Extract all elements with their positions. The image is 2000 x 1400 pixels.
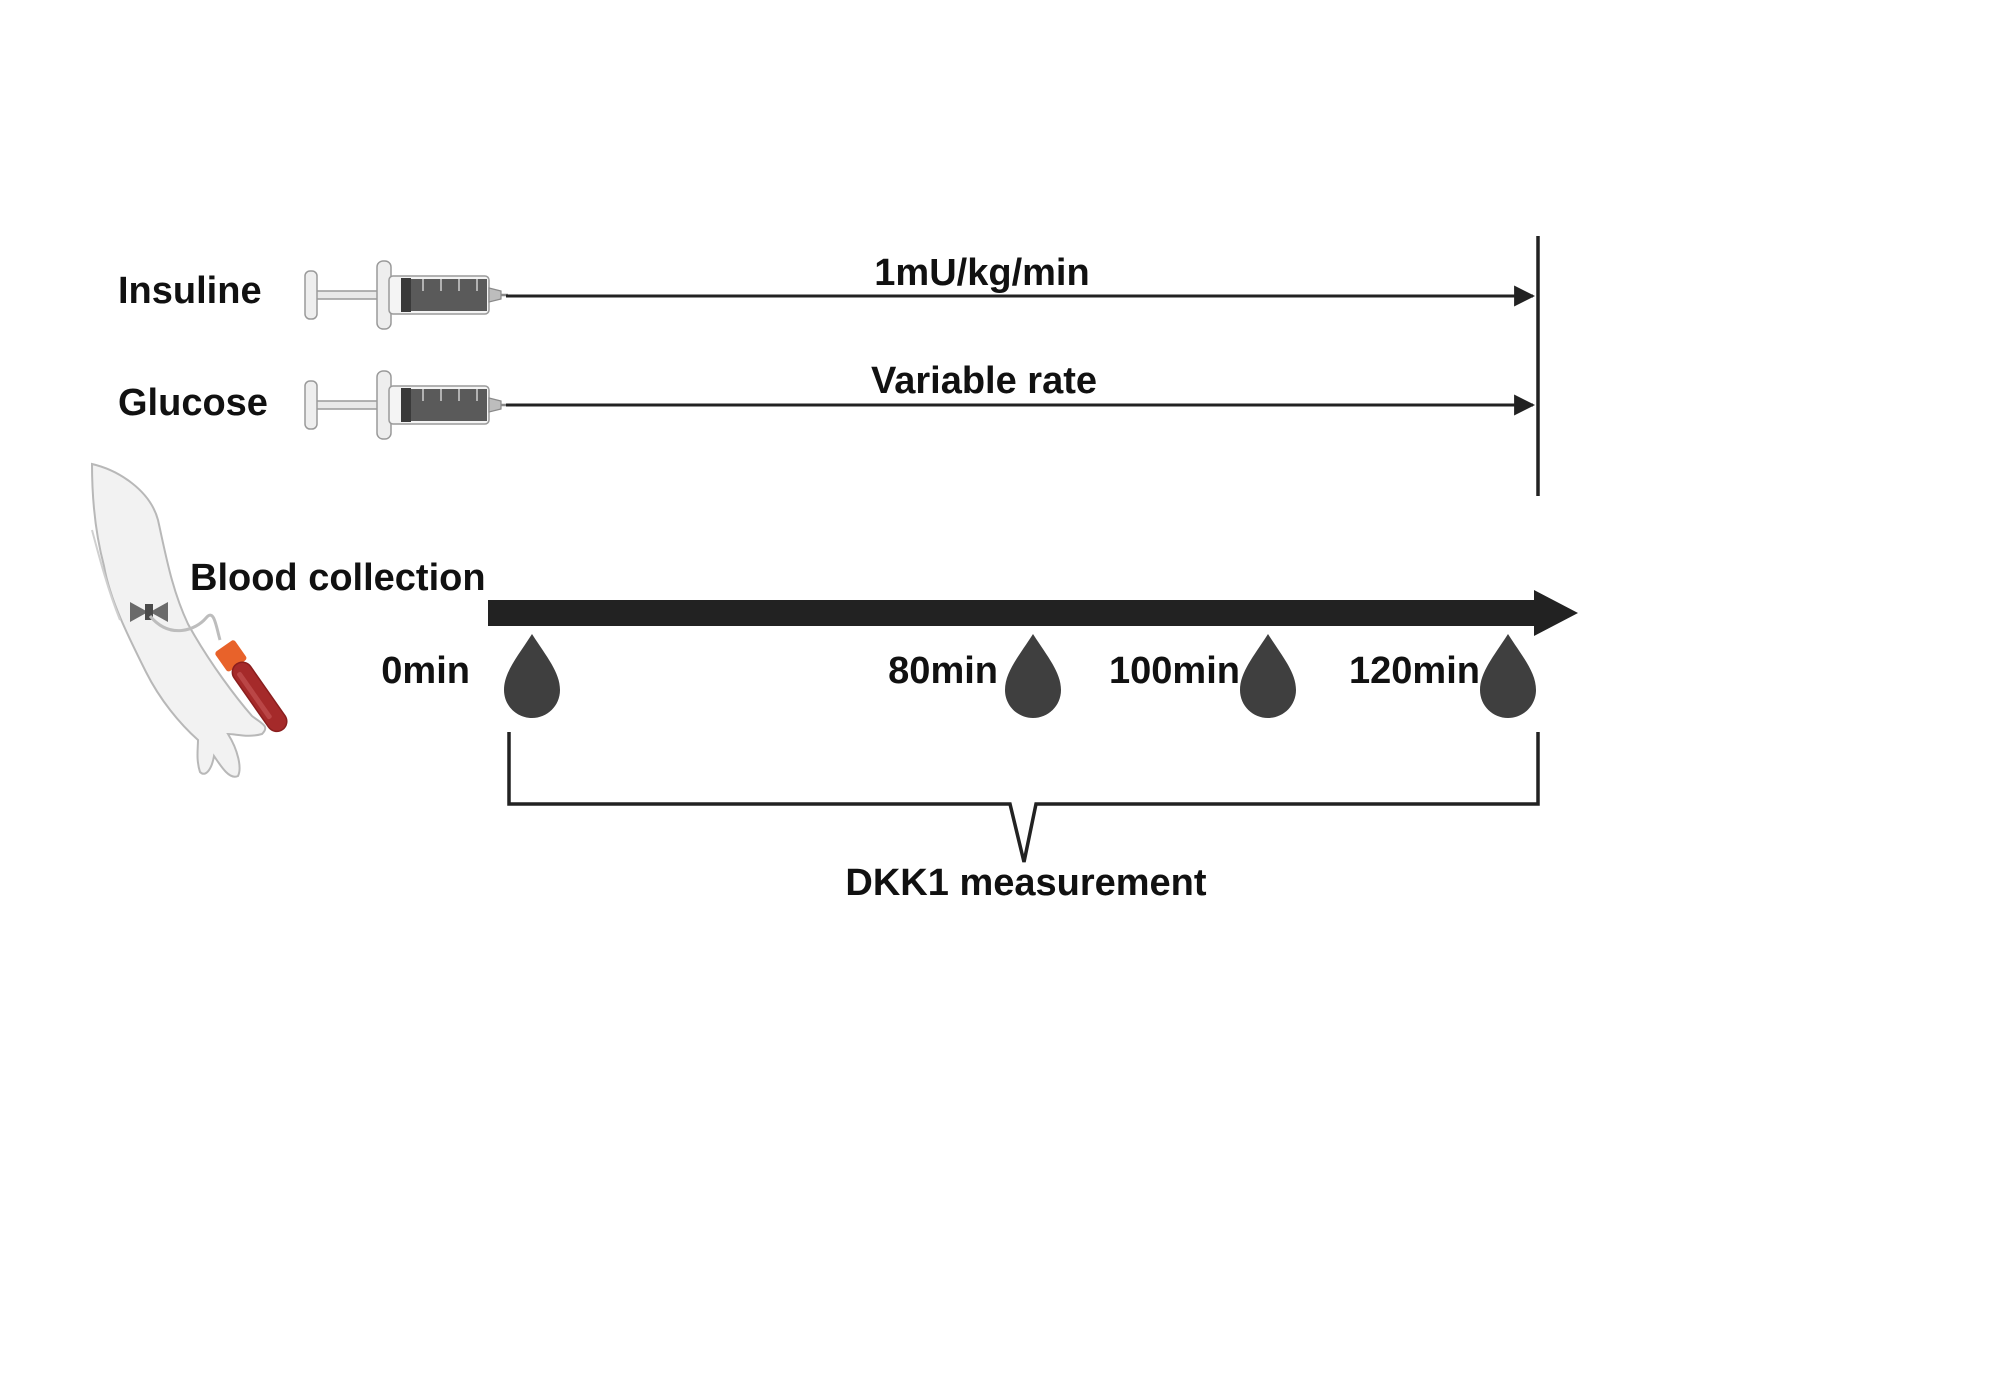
insuline-label: Insuline — [118, 270, 262, 312]
arm-with-blood-tube-icon — [90, 462, 288, 778]
blood-collection-label: Blood collection — [190, 557, 486, 599]
syringe-icon — [303, 259, 510, 331]
dkk1-measurement-label: DKK1 measurement — [845, 862, 1206, 904]
blood-drop-icon — [1005, 634, 1061, 718]
insuline-rate-label: 1mU/kg/min — [874, 252, 1089, 294]
syringe-icon — [303, 369, 510, 441]
timeline-arrowhead — [1534, 590, 1578, 636]
timepoint-120-label: 120min — [1349, 650, 1480, 692]
blood-drop-icon — [504, 634, 560, 718]
blood-drop-icon — [1240, 634, 1296, 718]
timepoint-100-label: 100min — [1109, 650, 1240, 692]
glucose-row: Glucose Variable rate — [118, 360, 1536, 441]
insuline-row: Insuline 1mU/kg/min — [118, 252, 1536, 331]
glucose-label: Glucose — [118, 382, 268, 424]
timepoint-0-label: 0min — [381, 650, 470, 692]
glucose-rate-label: Variable rate — [871, 360, 1097, 402]
timepoint-80-label: 80min — [888, 650, 998, 692]
blood-collection-timeline: Blood collection 0min 80min 100min 120mi… — [190, 557, 1578, 718]
timeline-bar — [488, 600, 1538, 626]
measurement-bracket: DKK1 measurement — [507, 732, 1540, 904]
blood-drop-icon — [1480, 634, 1536, 718]
